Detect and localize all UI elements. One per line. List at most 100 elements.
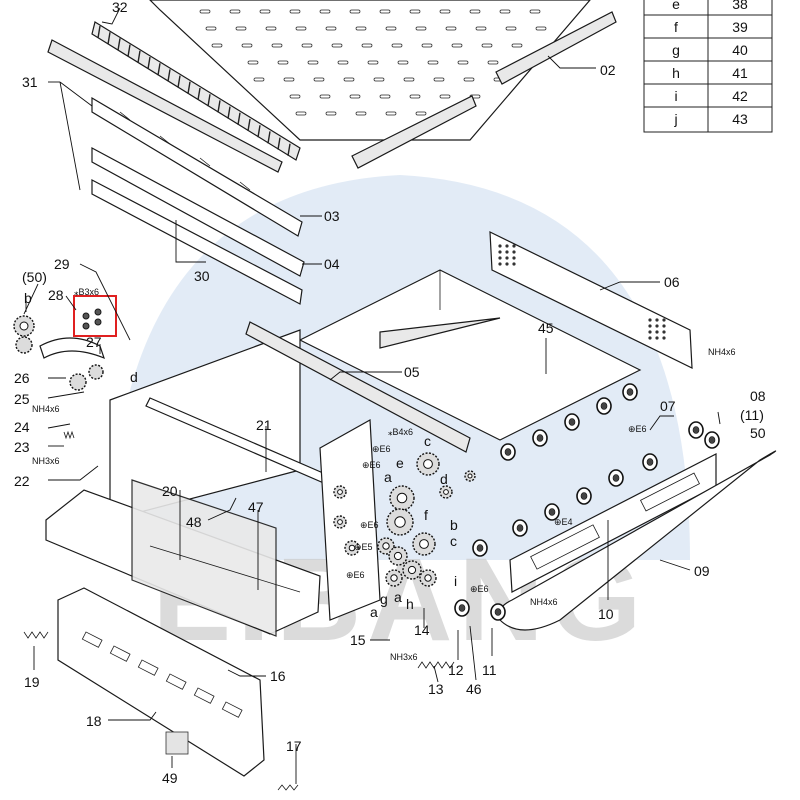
reference-table: e 38 f 39 g 40 h 41 i 42 j 43	[643, 0, 773, 133]
perforation-slot	[409, 94, 421, 99]
perforation-slot	[439, 94, 451, 99]
letter-labels: b d c e a d f b c g a i h a	[24, 290, 458, 620]
plate-hole	[648, 330, 652, 334]
letter-b: b	[24, 290, 32, 306]
callout-13: 13	[428, 681, 444, 697]
comb-tooth	[167, 69, 171, 82]
table-value: 42	[732, 88, 748, 104]
plate-hole	[648, 324, 652, 328]
pulley-hub	[504, 448, 512, 456]
fastener-e6: ⊕E6	[346, 570, 365, 580]
callout-27: 27	[86, 334, 102, 350]
pulley-hub	[536, 434, 544, 442]
perforation-slot	[229, 9, 241, 14]
perforation-slot	[445, 26, 457, 31]
plate-hole	[498, 262, 502, 266]
perforation-slot	[373, 77, 385, 82]
plate-hole	[662, 324, 666, 328]
plate-hole	[512, 244, 516, 248]
fastener-e6: ⊕E6	[628, 424, 647, 434]
plate-hole	[498, 250, 502, 254]
perforation-slot	[247, 60, 259, 65]
plate-hole	[505, 250, 509, 254]
callout-15: 15	[350, 632, 366, 648]
callout-22: 22	[14, 473, 30, 489]
part-30-frame-bracket	[91, 146, 305, 305]
perforation-slot	[499, 9, 511, 14]
gear-hub	[348, 544, 356, 552]
table-key: e	[672, 0, 680, 12]
perforation-slot	[505, 26, 517, 31]
table-key: f	[674, 19, 678, 35]
perforation-slot	[427, 60, 439, 65]
callout-17: 17	[286, 738, 302, 754]
letter-g: g	[380, 591, 388, 607]
spring-13	[417, 661, 455, 669]
callout-46: 46	[466, 681, 482, 697]
pulley-set	[454, 383, 720, 621]
plate-hole	[505, 244, 509, 248]
perforation-slot	[385, 111, 397, 116]
plate-hole	[655, 324, 659, 328]
perforation-slot	[205, 26, 217, 31]
pulley-hub	[580, 492, 588, 500]
pulley-hub	[494, 608, 502, 616]
fastener-e6: ⊕E6	[470, 584, 489, 594]
perforation-slot	[307, 60, 319, 65]
table-value: 38	[732, 0, 748, 12]
perforation-slot	[511, 43, 523, 48]
pulley-hub	[646, 458, 654, 466]
perforation-slot	[469, 9, 481, 14]
comb-tooth	[217, 100, 221, 113]
gear-hub	[382, 542, 390, 550]
perforation-slot	[355, 26, 367, 31]
callout-07: 07	[660, 398, 676, 414]
comb-tooth	[207, 94, 211, 107]
perforation-slot	[415, 26, 427, 31]
perforation-slot	[289, 9, 301, 14]
callout-10: 10	[598, 606, 614, 622]
gear-hub	[337, 519, 343, 525]
perforation-slot	[439, 9, 451, 14]
part-05-bar	[245, 321, 471, 453]
comb-tooth	[157, 63, 161, 76]
guide-slot	[137, 659, 159, 676]
letter-f: f	[424, 507, 428, 523]
table-key: i	[674, 88, 677, 104]
callout-11-paren: (11)	[740, 407, 764, 423]
guide-slot	[221, 701, 243, 718]
perforation-slot	[241, 43, 253, 48]
perforation-slot	[349, 9, 361, 14]
perforation-slot	[199, 9, 211, 14]
perforation-slot	[421, 43, 433, 48]
plate-hole	[512, 256, 516, 260]
perforation-slot	[349, 94, 361, 99]
fastener-nh4x6: NH4x6	[708, 347, 736, 357]
perforation-slot	[379, 94, 391, 99]
gear-hub	[394, 516, 406, 528]
part-02-rail	[351, 11, 617, 169]
spring-17	[277, 784, 299, 791]
part-03-bracket	[91, 96, 303, 237]
perforation-slot	[211, 43, 223, 48]
perforation-slot	[283, 77, 295, 82]
comb-tooth	[187, 81, 191, 94]
fastener-nh4x6: NH4x6	[530, 597, 558, 607]
letter-e: e	[396, 455, 404, 471]
callout-32: 32	[112, 0, 128, 15]
comb-tooth	[107, 32, 111, 45]
gear-hub	[407, 565, 417, 575]
callout-31: 31	[22, 74, 38, 90]
table-value: 40	[732, 42, 748, 58]
perforation-slot	[463, 77, 475, 82]
perforation-slot	[409, 9, 421, 14]
letter-c: c	[424, 433, 431, 449]
perforation-slot	[343, 77, 355, 82]
callout-02: 02	[600, 62, 616, 78]
pulley-hub	[458, 604, 466, 612]
gear-hub	[419, 539, 429, 549]
pulley-hub	[476, 544, 484, 552]
letter-d: d	[130, 369, 138, 385]
callout-08: 08	[750, 388, 766, 404]
pulley-hub	[626, 388, 634, 396]
